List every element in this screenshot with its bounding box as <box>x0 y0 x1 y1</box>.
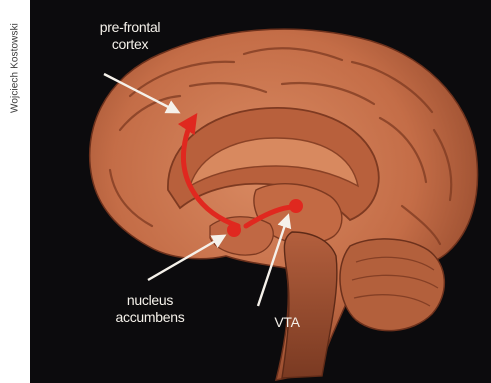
label-nucleus-accumbens: nucleus accumbens <box>105 292 195 326</box>
label-vta: VTA <box>267 314 307 331</box>
brain-illustration <box>30 0 491 383</box>
vta-node <box>289 199 303 213</box>
label-prefrontal-line2: cortex <box>78 36 182 53</box>
label-prefrontal-line1: pre-frontal <box>78 19 182 36</box>
nacc-node <box>227 223 241 237</box>
cerebellum <box>340 239 444 331</box>
photo-credit: Wojciech Kostowski <box>10 23 21 113</box>
credit-strip: Wojciech Kostowski <box>0 0 30 383</box>
label-nacc-line1: nucleus <box>105 292 195 309</box>
label-prefrontal-cortex: pre-frontal cortex <box>78 19 182 53</box>
brainstem <box>282 232 337 378</box>
label-nacc-line2: accumbens <box>105 309 195 326</box>
brain-diagram-panel: pre-frontal cortex nucleus accumbens VTA <box>30 0 491 383</box>
